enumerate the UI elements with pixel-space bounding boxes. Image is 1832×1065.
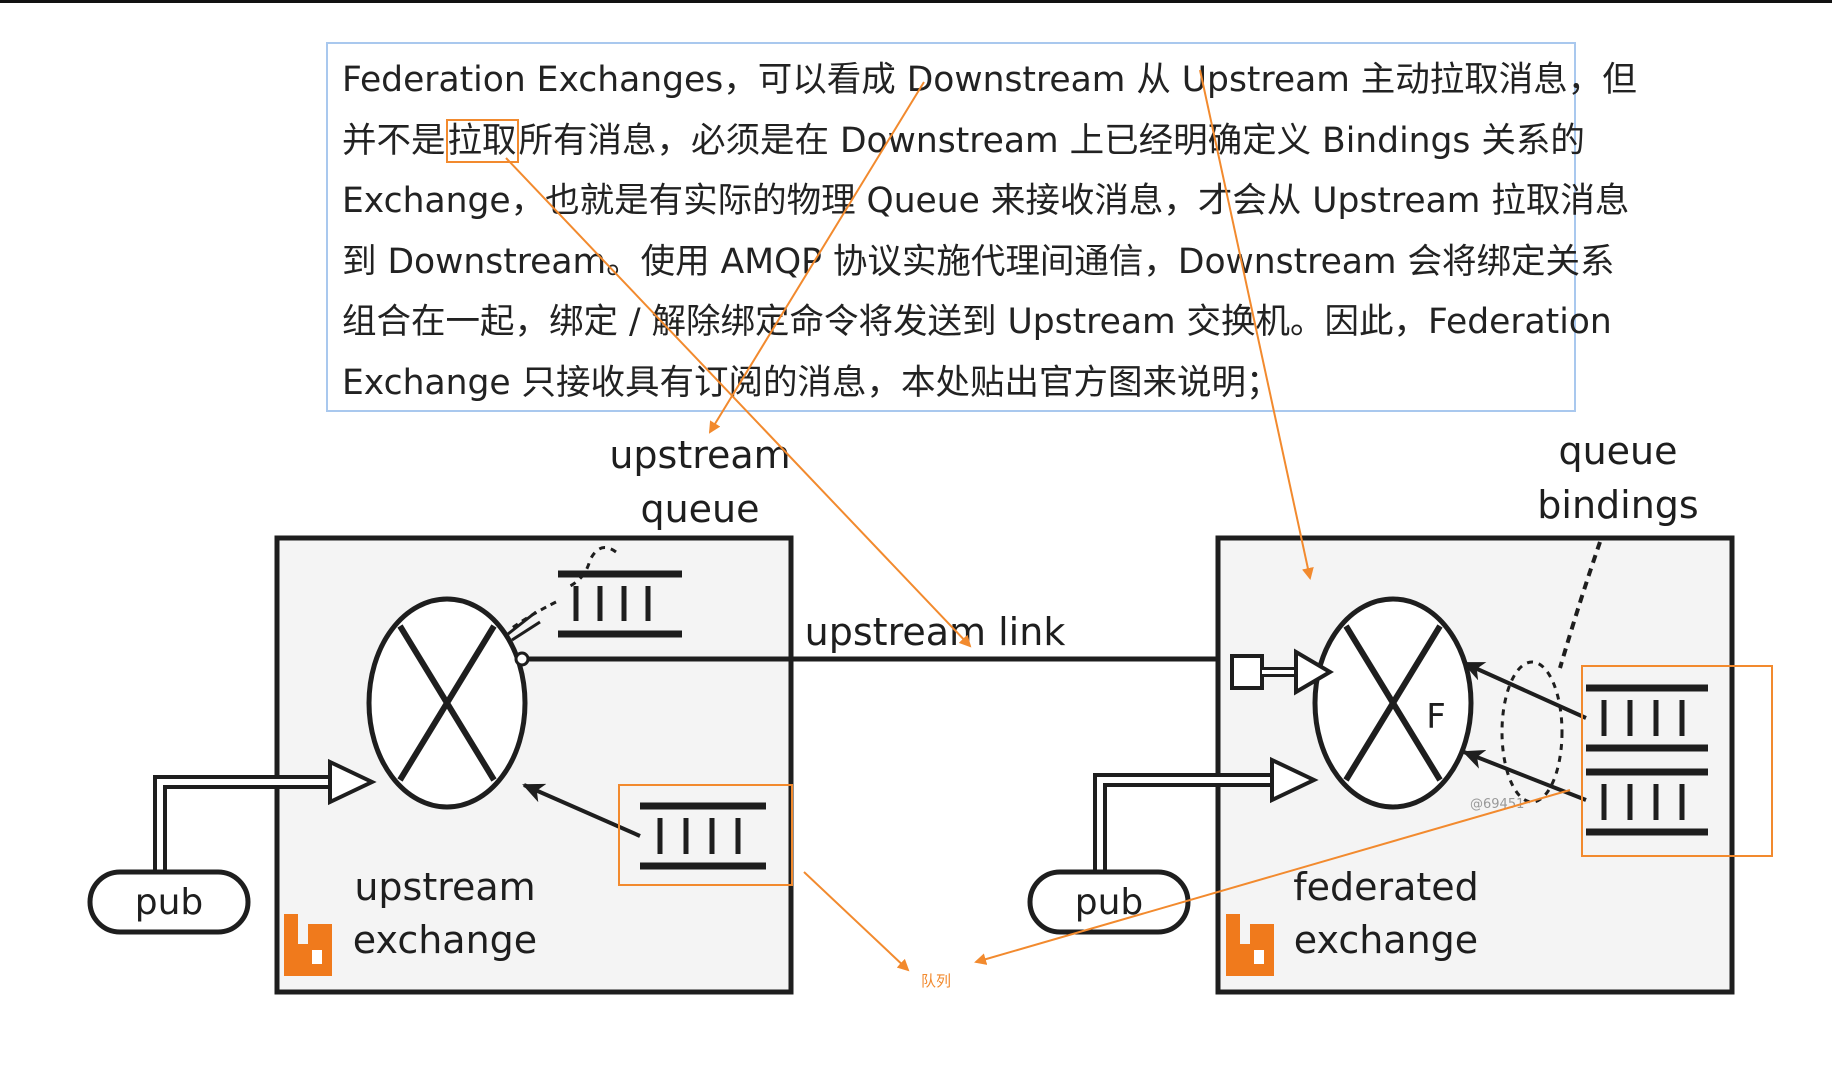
orange-annotations: 队列	[505, 69, 1773, 990]
upstream-exchange-label-2: exchange	[353, 918, 537, 962]
description-text-box: Federation Exchanges，可以看成 Downstream 从 U…	[326, 42, 1637, 412]
annotation-arrow-pull	[505, 157, 972, 648]
upstream-queue-label-1: upstream	[609, 433, 790, 477]
highlighted-term: 拉取	[445, 118, 519, 163]
paragraph-line-1: Federation Exchanges，可以看成 Downstream 从 U…	[342, 60, 1637, 100]
upstream-link-label: upstream link	[805, 610, 1066, 654]
upstream-queue-icon	[558, 570, 682, 638]
annotation-arrow-upstream	[1199, 69, 1314, 580]
top-rule	[0, 0, 1832, 3]
paragraph-line-2: 并不是拉取所有消息，必须是在 Downstream 上已经明确定义 Bindin…	[342, 111, 1585, 172]
downstream-queues-icon	[1586, 684, 1708, 836]
upstream-exchange-label-1: upstream	[354, 865, 535, 909]
paragraph-line-3: Exchange，也就是有实际的物理 Queue 来接收消息，才会从 Upstr…	[342, 181, 1630, 221]
downstream-pub-node	[1027, 869, 1191, 935]
annotation-arrow-downstream	[708, 81, 925, 434]
upstream-queue-label-2: queue	[640, 487, 759, 531]
annotation-arrow-right-queue	[974, 789, 1571, 965]
annotation-queue-label: 队列	[921, 972, 951, 990]
left-queue-highlight-box	[618, 784, 793, 886]
upstream-local-queue-icon	[640, 802, 766, 870]
queue-bindings-label-1: queue	[1558, 429, 1677, 473]
rabbitmq-logo-right	[1226, 914, 1274, 976]
paragraph-line-2-end: 所有消息，必须是在 Downstream 上已经明确定义 Bindings 关系…	[518, 120, 1585, 161]
upstream-pub-label: pub	[135, 882, 204, 923]
paragraph-line-4: 到 Downstream。使用 AMQP 协议实施代理间通信，Downstrea…	[342, 241, 1615, 282]
right-queues-highlight-box	[1581, 665, 1773, 857]
binding-arrow-right-1	[1462, 661, 1587, 720]
paragraph-line-2-start: 并不是	[342, 120, 446, 161]
annotation-arrow-left-queue	[803, 871, 910, 972]
queue-bindings-dashed-pointer	[1558, 541, 1602, 669]
bindings-dashed-group	[1500, 660, 1564, 804]
upstream-pub-node	[87, 869, 251, 935]
paragraph-line-5: 组合在一起，绑定 / 解除绑定命令将发送到 Upstream 交换机。因此，Fe…	[342, 302, 1612, 342]
upstream-exchange-group: pub upstream exchange	[87, 535, 794, 995]
federated-exchange-group: F pub @69451	[1027, 535, 1735, 995]
queue-bindings-label-2: bindings	[1537, 483, 1698, 527]
federated-exchange-label-2: exchange	[1294, 918, 1478, 962]
watermark-text: @69451	[1470, 797, 1524, 812]
rabbitmq-logo-left	[284, 914, 332, 976]
binding-arrow-left	[522, 783, 641, 838]
federated-marker: F	[1426, 697, 1446, 737]
federated-exchange-label-1: federated	[1293, 865, 1479, 909]
paragraph-line-6: Exchange 只接收具有订阅的消息，本处贴出官方图来说明；	[342, 362, 1281, 403]
